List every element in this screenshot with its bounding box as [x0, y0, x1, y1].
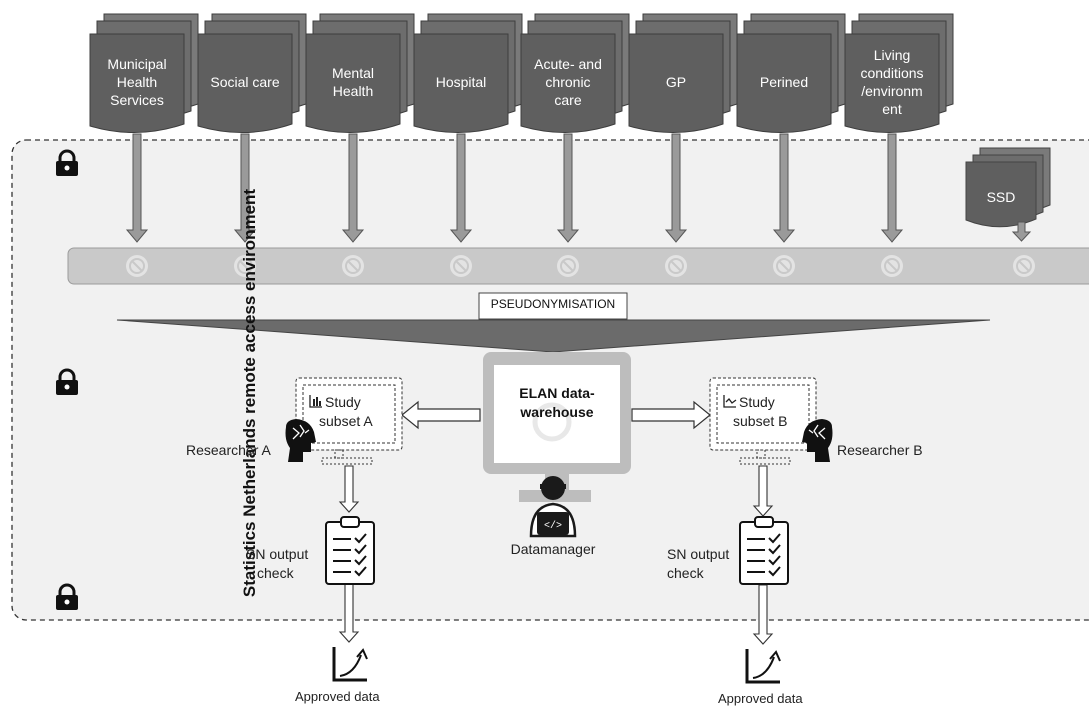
pseudonymisation-label: PSEUDONYMISATION: [490, 297, 616, 311]
datamanager-icon: </>: [529, 476, 577, 538]
source-to-band-arrow: [449, 133, 473, 243]
ssd-label: SSD: [986, 189, 1016, 205]
source-label: Perined: [759, 74, 809, 90]
source-label: GP: [665, 74, 687, 90]
anonymise-icon: [234, 255, 256, 277]
arrow-b-to-approved: [752, 584, 774, 645]
warehouse-line-2: warehouse: [520, 404, 594, 420]
approved-data-b-label: Approved data: [718, 691, 803, 706]
researcher-b-label: Researcher B: [837, 442, 923, 458]
source-to-band-arrow: [772, 133, 796, 243]
source-label: Acute- and chronic care: [534, 56, 602, 108]
warehouse-title: ELAN data- warehouse: [494, 384, 620, 422]
svg-text:</>: </>: [544, 520, 562, 532]
researcher-a-icon: [285, 419, 316, 462]
study-subset-b: [709, 377, 817, 465]
line-chart-icon: [723, 395, 737, 408]
output-check-b-line-1: SN output: [667, 546, 730, 562]
warehouse-line-1: ELAN data-: [519, 385, 595, 401]
source-to-band-arrow: [125, 133, 149, 243]
subset-a-label: Study subset A: [319, 393, 399, 431]
researcher-a-label: Researcher A: [186, 442, 271, 458]
approved-chart-icon: [745, 649, 781, 684]
source-label: Hospital: [435, 74, 487, 90]
arrow-to-subset-a: [401, 400, 481, 430]
lock-icon: [56, 583, 78, 610]
anonymise-icon: [342, 255, 364, 277]
output-check-a-line-2: check: [257, 565, 294, 581]
study-subset-a: [295, 377, 403, 465]
output-check-a-label: SN output check: [246, 545, 308, 583]
source-label: Living conditions /environm ent: [860, 47, 924, 117]
source-document: [89, 13, 199, 133]
source-label: Social care: [210, 74, 280, 90]
source-to-band-arrow: [556, 133, 580, 243]
subset-a-line-2: subset A: [319, 413, 373, 429]
source-document: [844, 13, 954, 133]
anonymise-icon: [450, 255, 472, 277]
subset-a-line-1: Study: [325, 394, 361, 410]
ssd-document: [965, 147, 1051, 228]
clipboard-icon: [739, 516, 789, 585]
source-document: [628, 13, 738, 133]
pseudonymisation-box: [478, 292, 628, 320]
source-to-band-arrow: [341, 133, 365, 243]
source-document: [413, 13, 523, 133]
clipboard-icon: [325, 516, 375, 585]
source-to-band-arrow: [664, 133, 688, 243]
arrow-to-subset-b: [631, 400, 711, 430]
researcher-b-icon: [802, 419, 833, 462]
source-to-band-arrow: [880, 133, 904, 243]
anonymise-icon: [881, 255, 903, 277]
anonymise-icon: [1013, 255, 1035, 277]
source-document: [305, 13, 415, 133]
arrow-a-to-approved: [338, 581, 360, 643]
anonymise-icon: [665, 255, 687, 277]
anonymise-icon: [557, 255, 579, 277]
output-check-a-line-1: SN output: [246, 546, 309, 562]
lock-icon: [56, 368, 78, 395]
ssd-arrow: [1011, 221, 1032, 242]
source-document: [197, 13, 307, 133]
arrow-b-to-check: [752, 465, 774, 517]
output-check-b-label: SN output check: [667, 545, 729, 583]
source-document: [520, 13, 630, 133]
subset-b-line-1: Study: [739, 394, 775, 410]
pseudonymisation-funnel: [116, 319, 991, 353]
anonymise-icon: [773, 255, 795, 277]
lock-icon: [56, 149, 78, 176]
bar-chart-icon: [309, 395, 322, 408]
arrow-a-to-check: [338, 465, 360, 513]
datamanager-label: Datamanager: [510, 541, 596, 557]
approved-data-a-label: Approved data: [295, 689, 380, 704]
output-check-b-line-2: check: [667, 565, 704, 581]
warehouse-monitor: [483, 352, 631, 502]
anonymise-icon: [126, 255, 148, 277]
source-label: Municipal Health Services: [107, 56, 167, 108]
subset-b-label: Study subset B: [733, 393, 813, 431]
subset-b-line-2: subset B: [733, 413, 788, 429]
source-document: [736, 13, 846, 133]
approved-chart-icon: [332, 647, 368, 682]
source-to-band-arrow: [233, 133, 257, 243]
source-label: Mental Health: [331, 65, 375, 99]
